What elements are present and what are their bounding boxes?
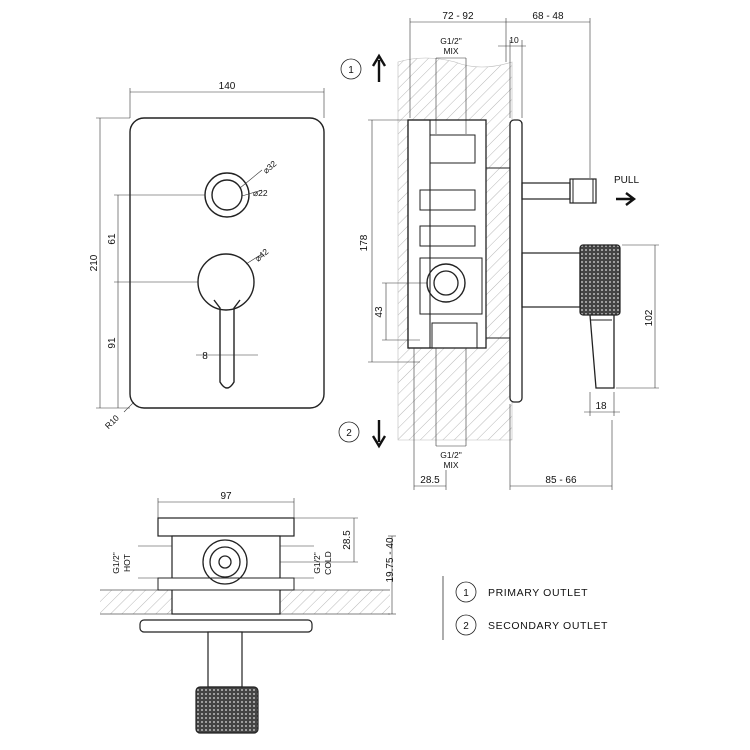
dim-61: 61 — [107, 233, 118, 245]
dim-dia-42: ⌀42 — [253, 246, 271, 263]
dim-102: 102 — [644, 309, 655, 326]
mounting-plate — [157, 517, 295, 537]
diverter-stem — [521, 182, 571, 200]
cold-label: COLD — [323, 551, 333, 575]
dim-97: 97 — [220, 491, 232, 502]
outlet-marker-2 — [338, 421, 360, 443]
svg-text:1: 1 — [348, 65, 354, 76]
plan-stem — [207, 631, 243, 688]
pull-label: PULL — [614, 175, 639, 186]
dim-140: 140 — [219, 81, 236, 92]
side-handle-body — [521, 252, 581, 308]
thread-top: G1/2" — [440, 36, 461, 46]
front-view: 140 210 61 91 8 R10 ⌀32 ⌀22 ⌀42 — [89, 81, 325, 431]
dim-r10: R10 — [103, 413, 121, 431]
thread-bottom: G1/2" — [440, 450, 461, 460]
hot-label: HOT — [122, 554, 132, 572]
dim-68-48: 68 - 48 — [532, 11, 564, 22]
dim-178: 178 — [359, 234, 370, 251]
dim-28-5-side: 28.5 — [420, 475, 440, 486]
svg-text:2: 2 — [463, 621, 469, 632]
knurled-handle — [579, 244, 621, 316]
side-view: 72 - 92 68 - 48 G1/2" MIX 10 178 43 PULL… — [338, 11, 659, 490]
dim-85-66: 85 - 66 — [545, 475, 577, 486]
outlet-marker-1 — [340, 58, 362, 80]
lever-handle — [213, 299, 241, 389]
arrow-down-icon — [371, 420, 387, 449]
svg-text:1: 1 — [463, 588, 469, 599]
svg-text:PRIMARY OUTLET: PRIMARY OUTLET — [488, 587, 588, 599]
side-lever — [589, 314, 615, 389]
dim-91: 91 — [107, 337, 118, 349]
plan-cartridge-outer — [202, 539, 248, 585]
mix-top: MIX — [443, 46, 458, 56]
legend-item-secondary-outlet: 2 SECONDARY OUTLET — [455, 614, 608, 636]
diverter-ring-inner — [211, 179, 243, 211]
plan-cover-plate — [139, 619, 313, 633]
mix-bottom: MIX — [443, 460, 458, 470]
legend: 1 PRIMARY OUTLET 2 SECONDARY OUTLET — [442, 576, 608, 640]
dim-43: 43 — [374, 306, 385, 318]
dim-210: 210 — [89, 254, 100, 271]
legend-item-primary-outlet: 1 PRIMARY OUTLET — [455, 581, 588, 603]
cover-plate — [129, 117, 325, 409]
pull-arrow-icon — [616, 192, 636, 206]
dim-dia-22: ⌀22 — [253, 188, 268, 198]
hot-thread: G1/2" — [111, 552, 121, 573]
dim-18: 18 — [595, 401, 607, 412]
arrow-up-icon — [371, 53, 387, 82]
dim-19-75-40: 19.75 - 40 — [385, 537, 396, 582]
diverter-knob — [569, 178, 597, 204]
bottom-view: 97 G1/2" HOT G1/2" COLD 28.5 19.75 - 40 — [100, 491, 396, 734]
handle-disc — [197, 253, 255, 311]
svg-text:SECONDARY OUTLET: SECONDARY OUTLET — [488, 620, 608, 632]
plan-knurled-handle — [195, 686, 259, 734]
valve-body — [407, 119, 487, 349]
dim-8: 8 — [202, 351, 208, 362]
dim-72-92: 72 - 92 — [442, 11, 474, 22]
dim-28-5-plan: 28.5 — [342, 530, 353, 550]
dim-dia-32: ⌀32 — [261, 158, 279, 175]
cold-thread: G1/2" — [312, 552, 322, 573]
dim-10: 10 — [509, 35, 519, 45]
side-cover-plate — [509, 119, 523, 403]
svg-text:2: 2 — [346, 428, 352, 439]
valve-body-plan — [171, 535, 281, 615]
